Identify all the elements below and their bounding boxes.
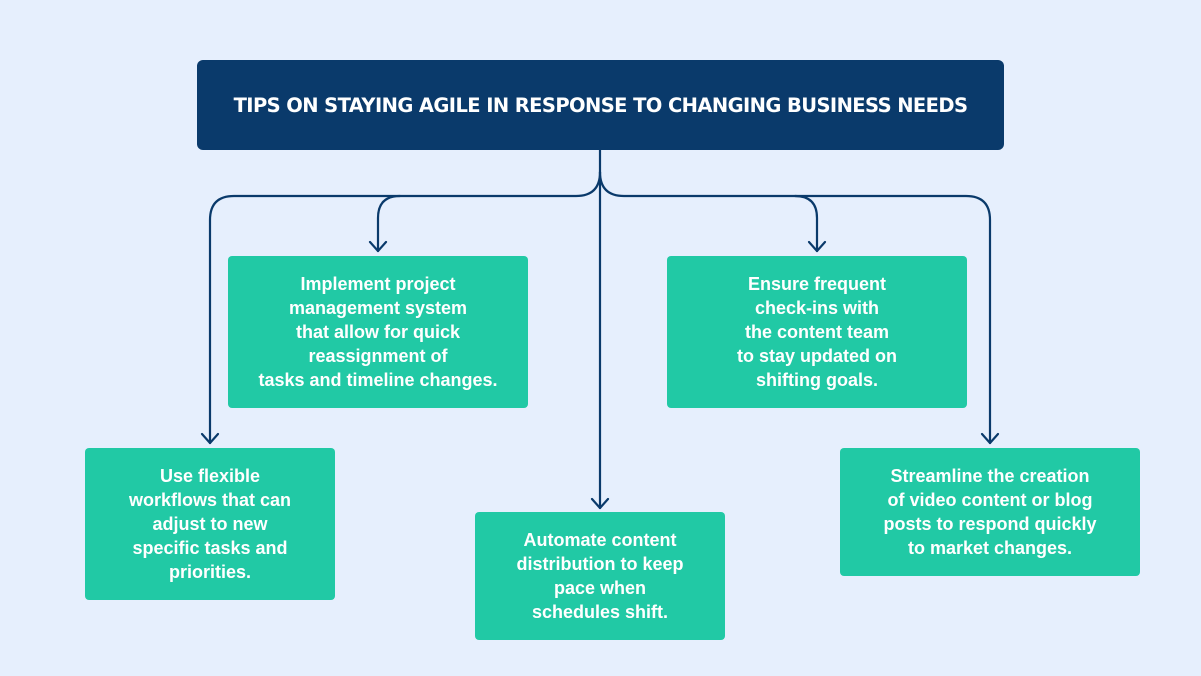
arrowhead-inner-left: [368, 240, 388, 253]
arrowhead-far-right: [980, 432, 1000, 445]
tip-text-flexible-workflows: Use flexible workflows that can adjust t…: [128, 466, 292, 582]
connector-far-right: [598, 170, 992, 445]
tip-text-check-ins: Ensure frequent check-ins with the conte…: [736, 274, 897, 390]
connector-inner-right: [793, 194, 819, 253]
tip-box-check-ins: Ensure frequent check-ins with the conte…: [667, 256, 967, 408]
arrowhead-inner-right: [807, 240, 827, 253]
tip-text-automate-distribution: Automate content distribution to keep pa…: [516, 530, 684, 622]
tip-text-project-management: Implement project management system that…: [258, 274, 498, 390]
tip-box-streamline-creation: Streamline the creation of video content…: [840, 448, 1140, 576]
connector-inner-left: [376, 194, 402, 253]
title-box: TIPS ON STAYING AGILE IN RESPONSE TO CHA…: [197, 60, 1004, 150]
tip-box-flexible-workflows: Use flexible workflows that can adjust t…: [85, 448, 335, 600]
tip-text-streamline-creation: Streamline the creation of video content…: [883, 466, 1097, 558]
arrowhead-center: [590, 497, 610, 510]
tip-box-automate-distribution: Automate content distribution to keep pa…: [475, 512, 725, 640]
arrowhead-far-left: [200, 432, 220, 445]
connector-far-left: [208, 170, 602, 445]
tip-box-project-management: Implement project management system that…: [228, 256, 528, 408]
diagram-title: TIPS ON STAYING AGILE IN RESPONSE TO CHA…: [233, 93, 968, 117]
